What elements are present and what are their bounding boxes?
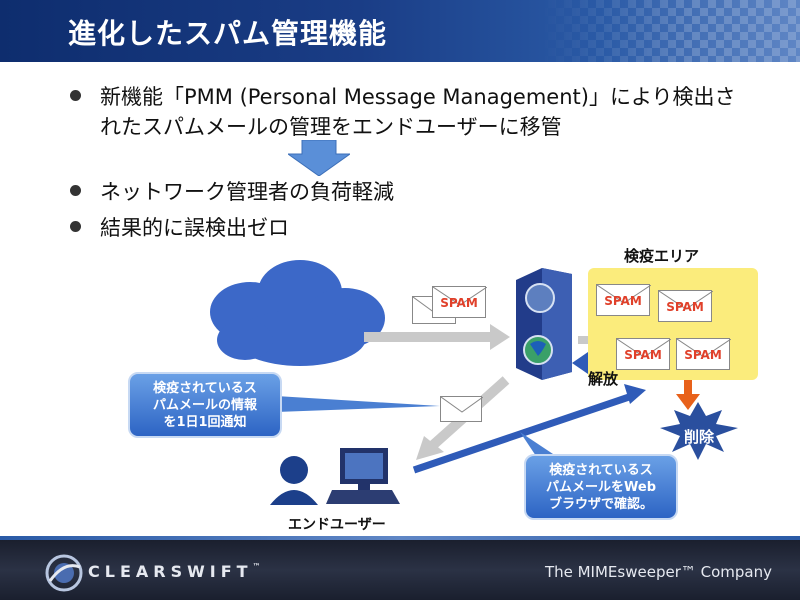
brand-text: CLEARSWIFT: [88, 562, 253, 581]
spam-envelope-icon: SPAM: [676, 338, 731, 370]
trademark: ™: [252, 562, 261, 571]
server-icon: [516, 268, 572, 380]
bullet-dot-icon: [70, 90, 81, 101]
company-tagline: The MIMEsweeper™ Company: [544, 563, 772, 581]
bullet-text: 結果的に誤検出ゼロ: [100, 216, 289, 240]
spam-envelope-icon: SPAM: [596, 284, 651, 316]
bullet-item: 結果的に誤検出ゼロ: [68, 213, 289, 243]
quarantine-area-label: 検疫エリア: [624, 247, 700, 265]
daily-notice-callout: 検疫されているス パムメールの情報 を1日1回通知: [128, 372, 282, 438]
quarantine-link-arrow: [578, 336, 592, 344]
title-pattern: [540, 0, 800, 62]
bullet-item: ネットワーク管理者の負荷軽減: [68, 177, 394, 207]
inbound-arrow-icon: [364, 324, 510, 350]
callout-pointer: [276, 396, 440, 412]
down-arrow-icon: [288, 140, 350, 176]
computer-icon: [326, 448, 400, 504]
footer-divider: [0, 536, 800, 540]
spam-label: SPAM: [624, 348, 662, 362]
clearswift-logo-icon: [45, 554, 83, 592]
bullet-dot-icon: [70, 185, 81, 196]
internet-cloud-icon: [210, 260, 385, 366]
mail-envelope-icon: [440, 396, 483, 422]
delete-burst-icon: [660, 402, 738, 460]
callout-text: 検疫されているス パムメールをWeb ブラウザで確認。: [546, 462, 656, 512]
delete-arrow-icon: [676, 372, 700, 410]
end-user-label: エンドユーザー: [288, 517, 386, 533]
spam-label: SPAM: [684, 348, 722, 362]
callout-pointer: [520, 432, 556, 456]
web-access-arrow-icon: [412, 384, 646, 474]
spam-label: SPAM: [440, 296, 478, 310]
web-check-callout: 検疫されているス パムメールをWeb ブラウザで確認。: [524, 454, 678, 520]
spam-envelope-icon: SPAM: [616, 338, 671, 370]
bullet-text: ネットワーク管理者の負荷軽減: [100, 180, 394, 204]
end-user-avatar-icon: [270, 456, 318, 505]
bullet-list: 新機能「PMM (Personal Message Management)」によ…: [68, 82, 748, 142]
spam-envelope-icon: SPAM: [658, 290, 713, 322]
spam-label: SPAM: [604, 294, 642, 308]
bullet-dot-icon: [70, 221, 81, 232]
spam-envelope-icon: SPAM: [432, 286, 487, 318]
delete-label: 削除: [684, 428, 715, 446]
slide-footer: [0, 540, 800, 600]
callout-text: 検疫されているス パムメールの情報 を1日1回通知: [152, 380, 257, 430]
release-label: 解放: [588, 370, 619, 388]
bullet-item: 新機能「PMM (Personal Message Management)」によ…: [68, 82, 748, 142]
spam-label: SPAM: [666, 300, 704, 314]
slide-title: 進化したスパム管理機能: [68, 17, 388, 50]
bullet-text: 新機能「PMM (Personal Message Management)」によ…: [100, 85, 736, 139]
brand-name: CLEARSWIFT™: [88, 562, 261, 581]
title-bar: 進化したスパム管理機能: [0, 0, 800, 62]
